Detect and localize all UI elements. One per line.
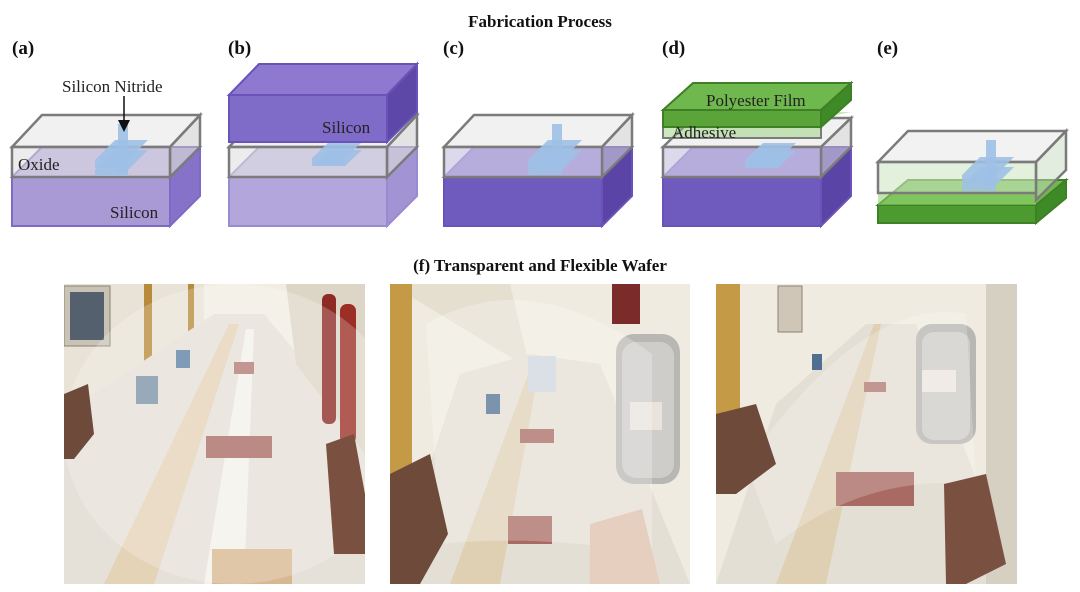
panel-label-d: (d) xyxy=(662,38,686,59)
polyester-film-label: Polyester Film xyxy=(706,91,806,110)
nitride-pattern xyxy=(528,124,582,175)
panel-a-stack: Silicon Nitride Oxide Silicon xyxy=(9,77,203,229)
silicon-label-a: Silicon xyxy=(110,203,159,222)
photos-subtitle: (f) Transparent and Flexible Wafer xyxy=(413,256,667,275)
silicon-nitride-label: Silicon Nitride xyxy=(62,77,163,96)
panel-label-e: (e) xyxy=(877,38,899,59)
panel-label-b: (b) xyxy=(228,38,252,59)
nitride-pattern xyxy=(312,142,362,166)
panel-label-a: (a) xyxy=(12,38,35,59)
panel-c-stack xyxy=(441,111,635,229)
adhesive-label: Adhesive xyxy=(672,123,736,142)
silicon-block-top xyxy=(226,61,420,145)
panel-e-stack xyxy=(875,127,1069,226)
panel-d-stack: Polyester Film Adhesive xyxy=(659,80,855,229)
figure-title: Fabrication Process xyxy=(468,12,612,31)
hallway-photo-left xyxy=(64,284,365,584)
hallway-photo-right xyxy=(716,284,1017,584)
polyester-film-layer xyxy=(660,80,854,130)
oxide-layer xyxy=(9,111,203,181)
nitride-pattern xyxy=(962,140,1014,191)
panel-b-stack: Silicon xyxy=(226,61,420,229)
nitride-pattern xyxy=(95,124,148,176)
hallway-photo-middle xyxy=(390,284,690,584)
oxide-label: Oxide xyxy=(18,155,60,174)
adhesive-layer xyxy=(878,193,1036,205)
panel-label-c: (c) xyxy=(443,38,465,59)
nitride-pattern xyxy=(745,143,796,168)
silicon-label-b: Silicon xyxy=(322,118,371,137)
fabrication-diagram: Silicon Nitride Oxide Silicon Silicon xyxy=(9,61,1069,229)
